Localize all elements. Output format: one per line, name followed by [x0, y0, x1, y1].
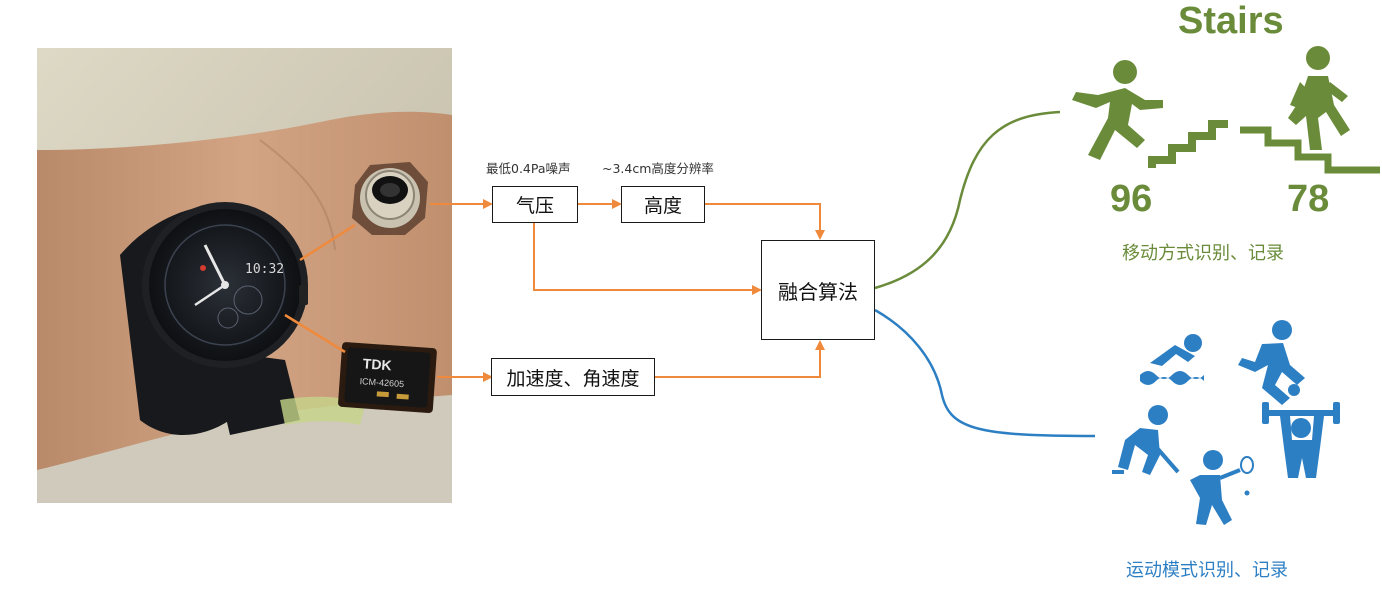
- pressure-noise-note: 最低0.4Pa噪声: [486, 161, 571, 176]
- hockey-player-icon: [1112, 405, 1180, 475]
- chip-brand: TDK: [362, 355, 392, 373]
- chip-model: ICM-42605: [359, 376, 404, 389]
- imu-leader-line: [284, 313, 346, 354]
- barometer-leader-line: [299, 223, 356, 262]
- stairs-down-icon: [1240, 46, 1380, 174]
- watch-time: 10:32: [245, 262, 284, 277]
- imu-box: 加速度、角速度: [491, 358, 655, 396]
- tennis-player-icon: [1190, 450, 1254, 525]
- pressure-box: 气压: [492, 186, 578, 223]
- altitude-box: 高度: [621, 186, 705, 223]
- swimmer-icon: [1140, 334, 1204, 385]
- altitude-resolution-note: ~3.4cm高度分辨率: [602, 161, 714, 176]
- arrow-imu-to-fusion: [655, 340, 825, 378]
- arrow-pressure-to-fusion: [533, 222, 762, 295]
- stairs-title: Stairs: [1178, 0, 1284, 42]
- fusion-to-sports-curve: [874, 308, 1096, 438]
- stairs-up-icon: [1072, 60, 1228, 168]
- stairs-up-count: 96: [1110, 178, 1153, 220]
- runner-icon: [1238, 320, 1305, 405]
- fusion-to-stairs-curve: [874, 110, 1061, 290]
- weightlifter-icon: [1262, 402, 1340, 478]
- stairs-down-count: 78: [1287, 178, 1330, 220]
- barometer-sensor-image: [352, 162, 428, 235]
- arrow-altitude-to-fusion: [705, 203, 825, 240]
- fusion-algorithm-box: 融合算法: [761, 240, 875, 340]
- wrist-photo: 10:32 TDK ICM-42605: [37, 48, 452, 503]
- movement-mode-caption: 移动方式识别、记录: [1122, 243, 1284, 264]
- signal-arrows: [430, 199, 825, 382]
- sport-mode-caption: 运动模式识别、记录: [1126, 560, 1288, 581]
- imu-chip-image: TDK ICM-42605: [338, 342, 437, 413]
